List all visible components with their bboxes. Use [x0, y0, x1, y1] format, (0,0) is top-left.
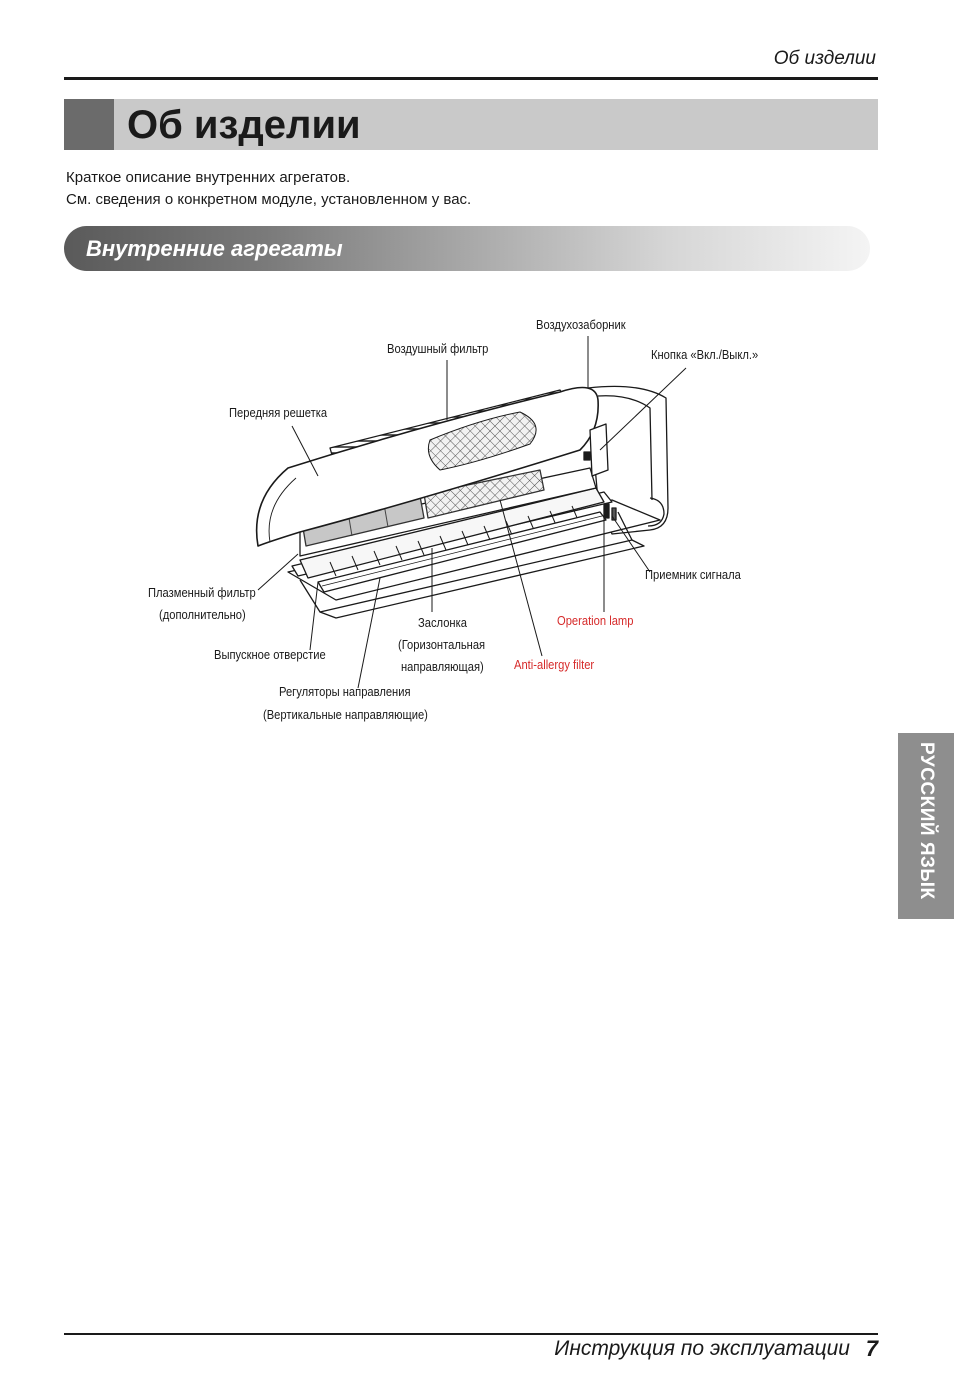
- label-louvers: Регуляторы направления: [279, 684, 411, 699]
- footer-title: Инструкция по эксплуатации: [554, 1337, 850, 1360]
- section-title: Внутренние агрегаты: [86, 236, 343, 261]
- page-number: 7: [865, 1336, 878, 1361]
- label-air-filter: Воздушный фильтр: [387, 341, 489, 356]
- label-air-outlet: Выпускное отверстие: [214, 647, 326, 662]
- section-bar: [64, 226, 870, 271]
- label-signal-receiver: Приемник сигнала: [645, 567, 741, 582]
- label-plasma-filter: Плазменный фильтр: [148, 585, 256, 600]
- label-flap-note-1: (Горизонтальная: [398, 637, 486, 652]
- language-tab: [898, 733, 954, 919]
- intro-line-2: См. сведения о конкретном модуле, устано…: [66, 191, 472, 208]
- top-rule: [64, 77, 878, 80]
- page-title: Об изделии: [127, 103, 361, 147]
- leader-lines: [257, 336, 687, 689]
- label-plasma-filter-note: (дополнительно): [159, 607, 246, 622]
- unit-body: [255, 385, 669, 619]
- indoor-unit-illustration: [255, 336, 687, 689]
- label-louvers-note: (Вертикальные направляющие): [263, 707, 428, 722]
- indoor-unit-diagram: Воздухозаборник Воздушный фильтр Кнопка …: [0, 290, 954, 750]
- label-front-grille: Передняя решетка: [229, 405, 328, 420]
- language-tab-label: РУССКИЙ ЯЗЫК: [916, 742, 937, 900]
- label-operation-lamp: Operation lamp: [557, 613, 634, 628]
- running-head: Об изделии: [773, 48, 876, 69]
- label-air-inlet: Воздухозаборник: [536, 317, 626, 332]
- title-bar: [64, 99, 878, 150]
- bottom-rule: [64, 1333, 878, 1335]
- label-on-off-button: Кнопка «Вкл./Выкл.»: [651, 347, 759, 362]
- title-accent-block: [64, 99, 114, 150]
- label-anti-allergy-filter: Anti-allergy filter: [514, 657, 595, 672]
- label-flap: Заслонка: [418, 615, 467, 630]
- intro-line-1: Краткое описание внутренних агрегатов.: [66, 169, 351, 186]
- label-flap-note-2: направляющая): [401, 659, 484, 674]
